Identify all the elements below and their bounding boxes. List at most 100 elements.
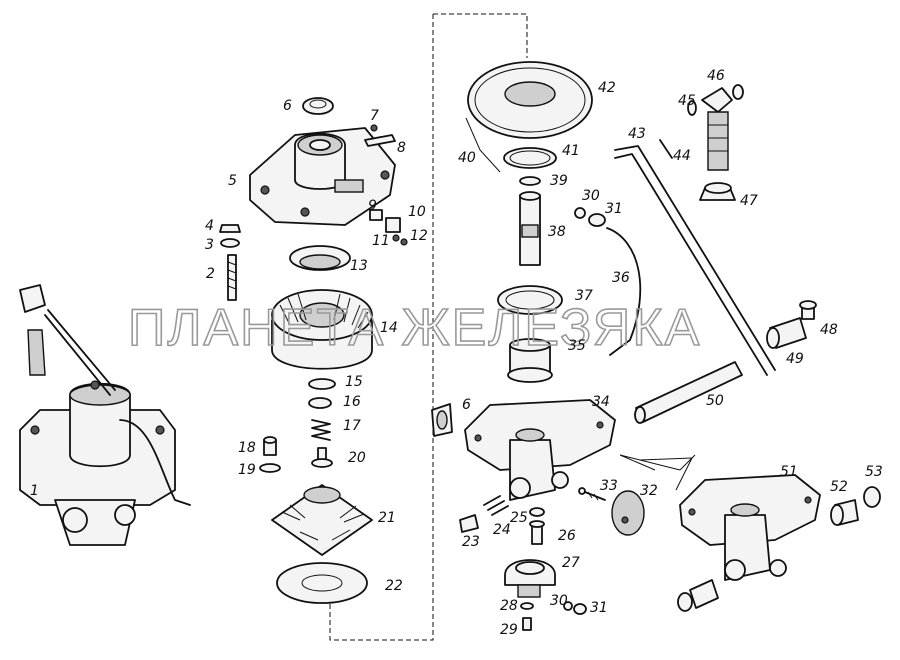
part-number-label: 25 [510, 510, 528, 526]
part-number-label: 16 [343, 394, 361, 410]
part-number-label: 12 [410, 228, 428, 244]
part-number-label: 50 [706, 393, 724, 409]
part-4-nut [219, 224, 241, 233]
part-number-label: 38 [548, 224, 566, 240]
part-number-label: 47 [740, 193, 758, 209]
part-number-label: 21 [378, 510, 396, 526]
part-16-ring [308, 397, 332, 409]
part-number-label: 52 [830, 479, 848, 495]
part-25-ring [529, 507, 545, 517]
part-47-nut [699, 182, 736, 201]
part-number-label: 23 [462, 534, 480, 550]
part-41-ring [503, 147, 557, 169]
part-number-label: 46 [707, 68, 725, 84]
part-number-label: 44 [673, 148, 691, 164]
part-number-label: 28 [500, 598, 518, 614]
part-number-label: 40 [458, 150, 476, 166]
part-51-housing [679, 474, 821, 581]
part-30-nut-lower [563, 601, 573, 611]
part-number-label: 31 [605, 201, 623, 217]
part-number-label: 4 [205, 218, 214, 234]
part-number-label: 30 [582, 188, 600, 204]
part-36-tube [606, 227, 642, 356]
part-49-sleeve [766, 317, 807, 349]
part-number-label: 6 [283, 98, 292, 114]
part-51-sleeve [677, 579, 719, 612]
part-number-label: 30 [550, 593, 568, 609]
part-number-label: 19 [238, 462, 256, 478]
part-number-label: 42 [598, 80, 616, 96]
part-52-sleeve [830, 499, 859, 526]
part-number-label: 3 [205, 237, 214, 253]
part-29-bolt [522, 617, 532, 631]
part-14-finned-piston [271, 289, 373, 370]
part-24-spring [483, 495, 509, 516]
watermark: ПЛАНЕТА ЖЕЛЕЗЯКА [128, 299, 701, 357]
part-number-label: 6 [462, 397, 471, 413]
part-9-12-small-parts [369, 209, 408, 246]
part-20-pin [311, 447, 333, 468]
part-15-ring [308, 378, 336, 390]
part-number-label: 31 [590, 600, 608, 616]
part-38-piston [519, 191, 541, 266]
part-number-label: 14 [380, 320, 398, 336]
part-43-rod [614, 145, 776, 376]
part-19-washer [259, 463, 281, 473]
part-number-label: 13 [350, 258, 368, 274]
part-number-label: 1 [30, 483, 39, 499]
part-number-label: 22 [385, 578, 403, 594]
part-13-ring [289, 245, 351, 271]
part-number-label: 36 [612, 270, 630, 286]
part-48-bolt [799, 300, 817, 320]
part-18-pin [263, 436, 277, 456]
part-number-label: 9 [368, 198, 377, 214]
part-31-washer-lower [573, 603, 587, 615]
part-number-label: 24 [493, 522, 511, 538]
part-number-label: 2 [206, 266, 215, 282]
part-number-label: 5 [228, 173, 237, 189]
part-42-diaphragm [467, 61, 593, 139]
part-1-assembled-valve [19, 284, 191, 546]
part-number-label: 32 [640, 483, 658, 499]
part-number-label: 37 [575, 288, 593, 304]
part-6-plug-top [302, 97, 334, 115]
part-number-label: 7 [370, 108, 379, 124]
part-34-lower-housing [464, 399, 616, 501]
part-7-8-link-plate [364, 124, 396, 147]
part-number-label: 53 [865, 464, 883, 480]
part-number-label: 39 [550, 173, 568, 189]
part-17-spring [311, 419, 331, 441]
part-27-fitting [504, 559, 556, 598]
part-37-seal [497, 285, 563, 315]
part-50-rod [634, 361, 743, 424]
part-32-cap [611, 490, 645, 536]
part-39-ring [519, 176, 541, 186]
part-number-label: 27 [562, 555, 580, 571]
part-number-label: 48 [820, 322, 838, 338]
part-21-finned-diaphragm [271, 484, 373, 556]
part-number-label: 45 [678, 93, 696, 109]
part-number-label: 11 [372, 233, 390, 249]
part-5-upper-housing [249, 127, 396, 226]
part-number-label: 43 [628, 126, 646, 142]
part-number-label: 17 [343, 418, 361, 434]
part-31-washer-upper [588, 213, 606, 227]
part-6-plug-side [431, 403, 453, 437]
part-35-bushing [507, 338, 553, 383]
part-30-nut-upper [574, 207, 586, 219]
part-number-label: 33 [600, 478, 618, 494]
part-number-label: 34 [592, 394, 610, 410]
part-53-ring [863, 486, 881, 508]
part-33-spring-pin [578, 487, 606, 501]
part-number-label: 49 [786, 351, 804, 367]
part-23-plug [459, 514, 479, 533]
part-22-disc [276, 562, 368, 604]
part-2-bolt [227, 254, 237, 301]
part-40-bracket [465, 117, 501, 173]
part-44-pin [659, 139, 673, 159]
part-number-label: 8 [397, 140, 406, 156]
part-45-46-fitting [687, 84, 744, 171]
